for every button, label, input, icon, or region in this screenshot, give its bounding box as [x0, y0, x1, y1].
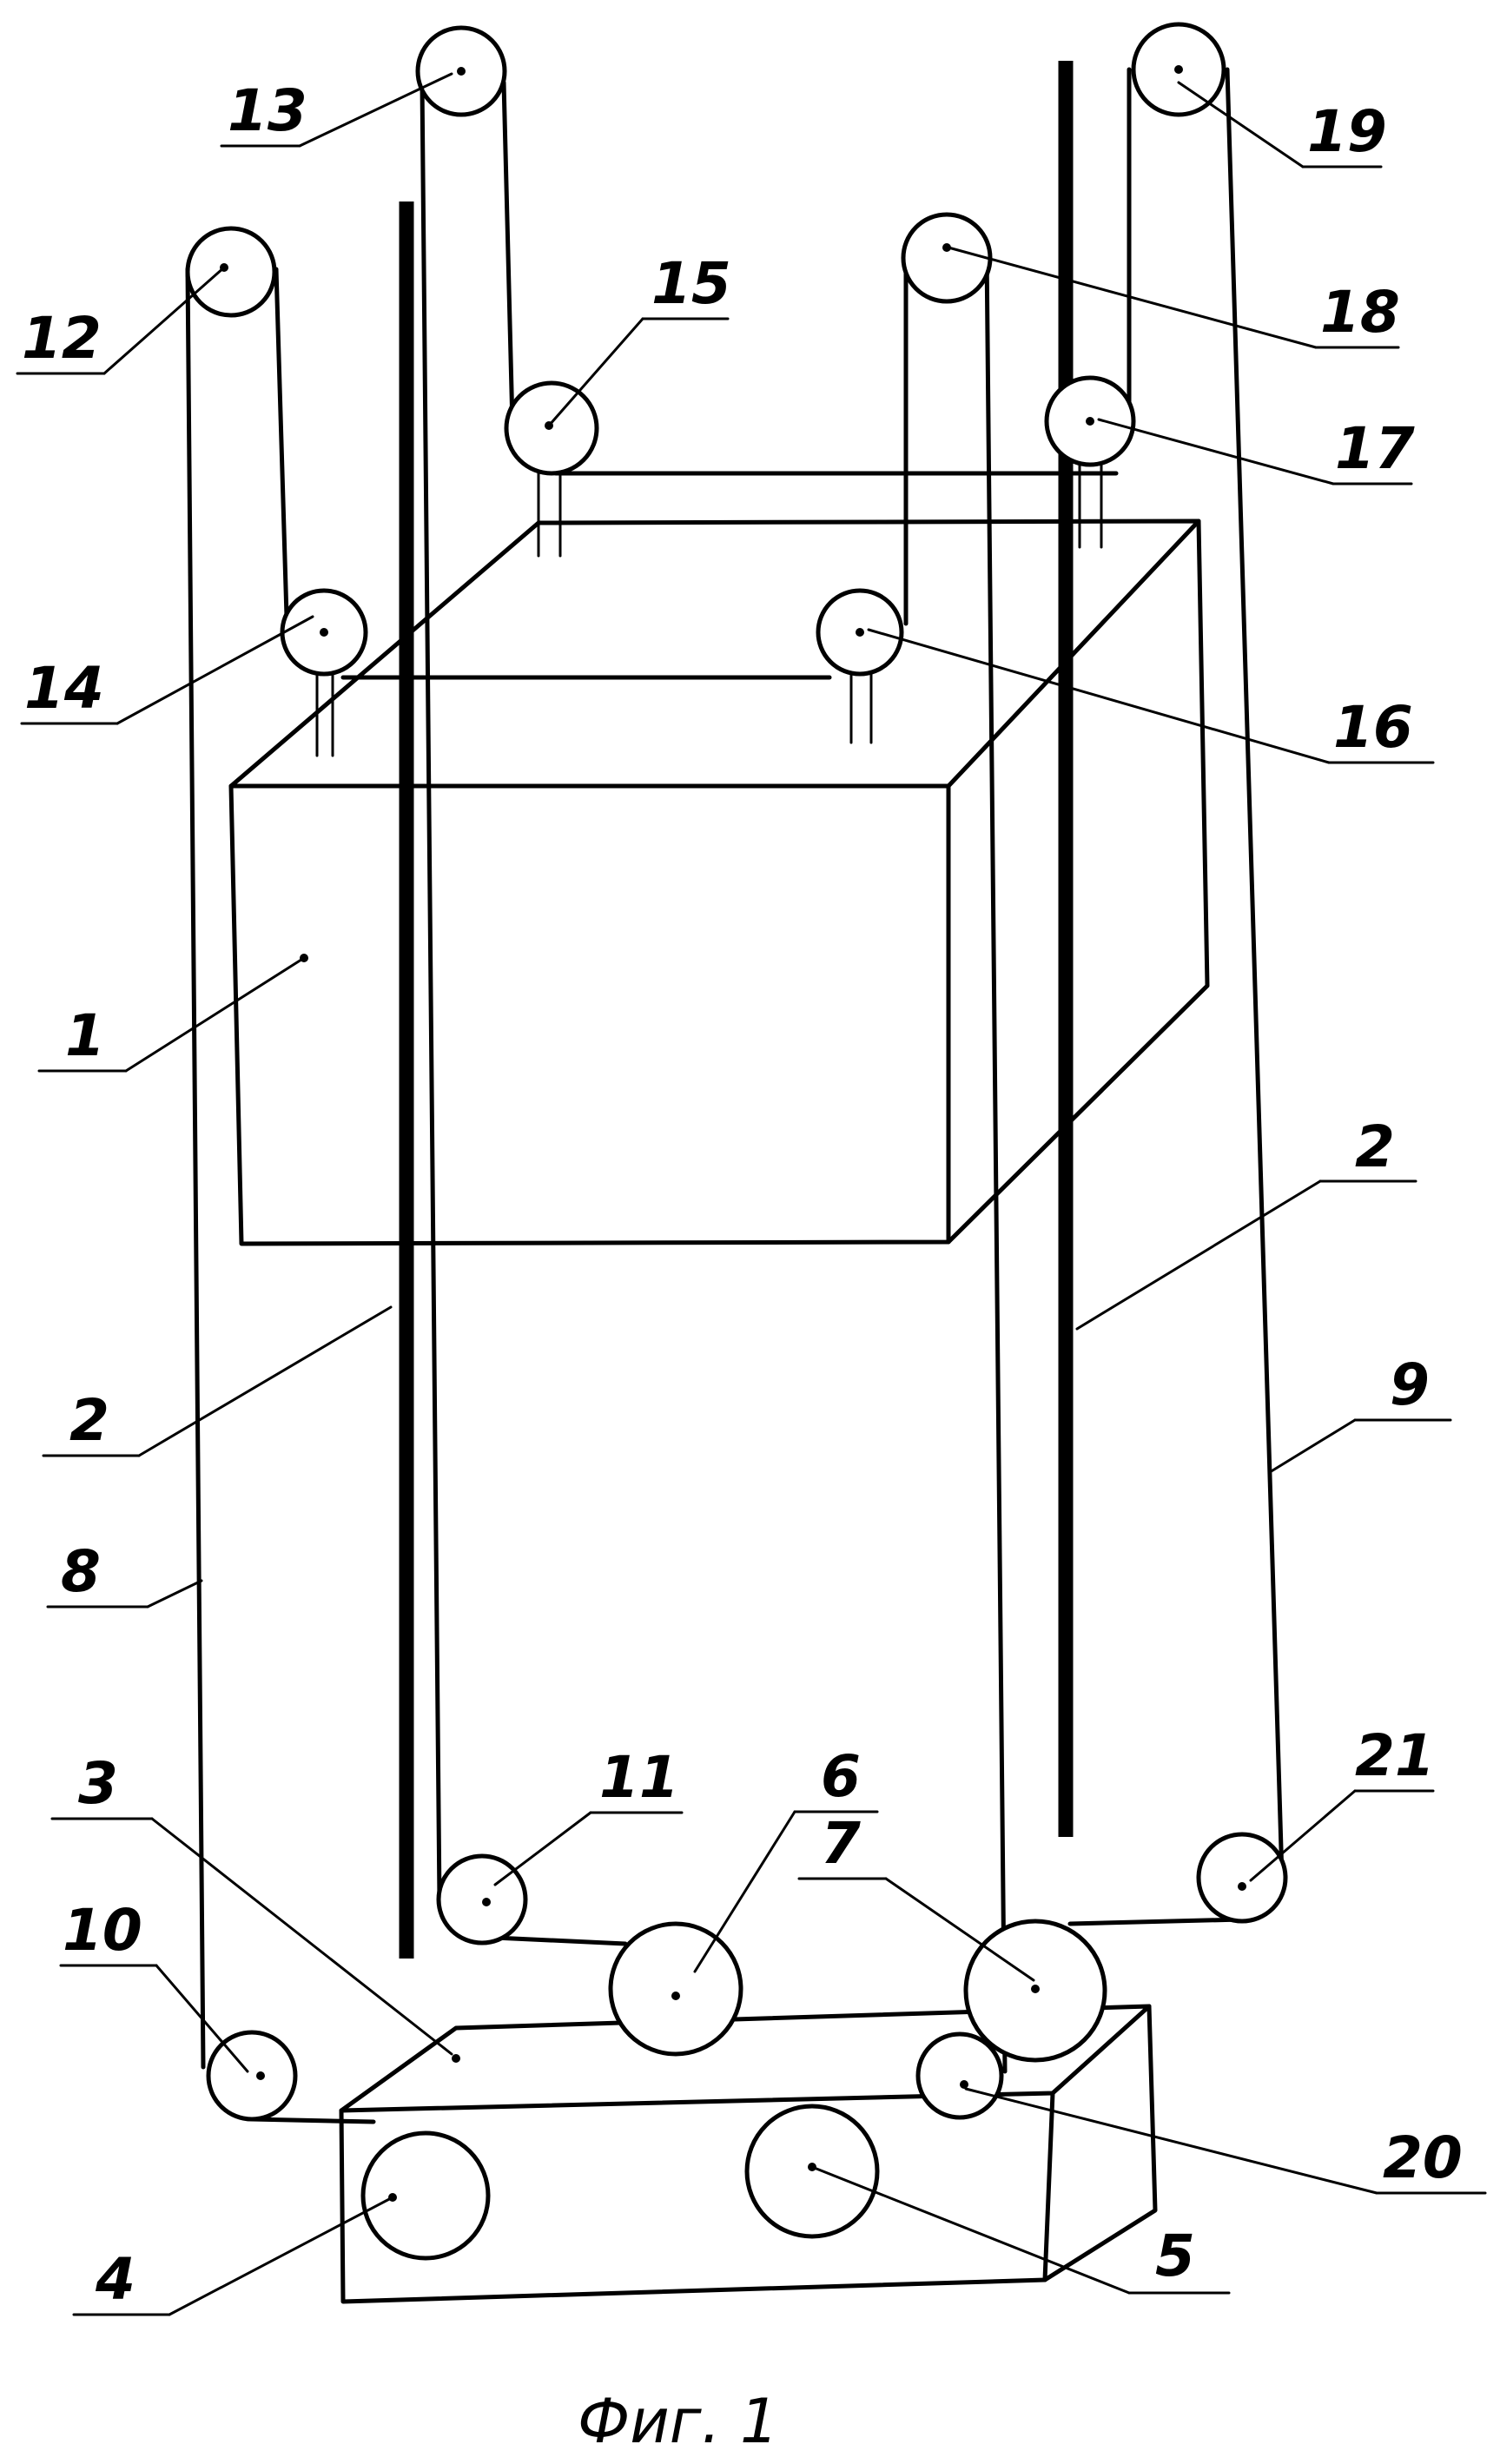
pulley-14 [282, 591, 366, 674]
label-7: 7 [821, 1810, 861, 1877]
label-15: 15 [651, 250, 731, 317]
label-16: 16 [1333, 694, 1413, 761]
pulley-19 [1133, 24, 1224, 115]
wheel-4 [363, 2133, 488, 2258]
pulley-18 [903, 215, 990, 301]
ropes [188, 69, 1282, 2122]
label-9: 9 [1390, 1351, 1430, 1418]
pulley-15 [506, 383, 597, 473]
label-20: 20 [1383, 2124, 1463, 2191]
label-1: 1 [65, 1002, 105, 1069]
label-10: 10 [63, 1897, 142, 1964]
pulley-20 [918, 2034, 1001, 2117]
pulley-11 [439, 1856, 525, 1943]
drive-pulley-7 [966, 1921, 1105, 2060]
leader-lines [17, 74, 1485, 2315]
pulley-21 [1199, 1834, 1285, 1921]
label-6: 6 [821, 1743, 861, 1810]
label-4: 4 [95, 2246, 135, 2313]
pulley-10 [208, 2032, 295, 2119]
label-18: 18 [1320, 279, 1400, 346]
wheel-5 [747, 2106, 877, 2236]
label-11: 11 [599, 1744, 679, 1811]
label-17: 17 [1335, 415, 1415, 482]
label-12: 12 [22, 305, 102, 372]
pulley-12 [188, 228, 274, 315]
label-3: 3 [78, 1750, 118, 1817]
label-8: 8 [61, 1538, 101, 1605]
label-5: 5 [1155, 2223, 1195, 2289]
label-13: 13 [228, 77, 307, 144]
figure-caption: Фиг. 1 [578, 2386, 779, 2457]
label-2-right: 2 [1355, 1113, 1395, 1180]
drive-pulley-6 [611, 1924, 741, 2054]
pulley-17 [1047, 378, 1133, 465]
label-21: 21 [1355, 1722, 1435, 1789]
label-2-left: 2 [69, 1387, 109, 1454]
label-14: 14 [24, 655, 104, 722]
label-19: 19 [1307, 98, 1387, 165]
pulley-13 [418, 28, 505, 115]
pulley-16 [818, 591, 902, 674]
